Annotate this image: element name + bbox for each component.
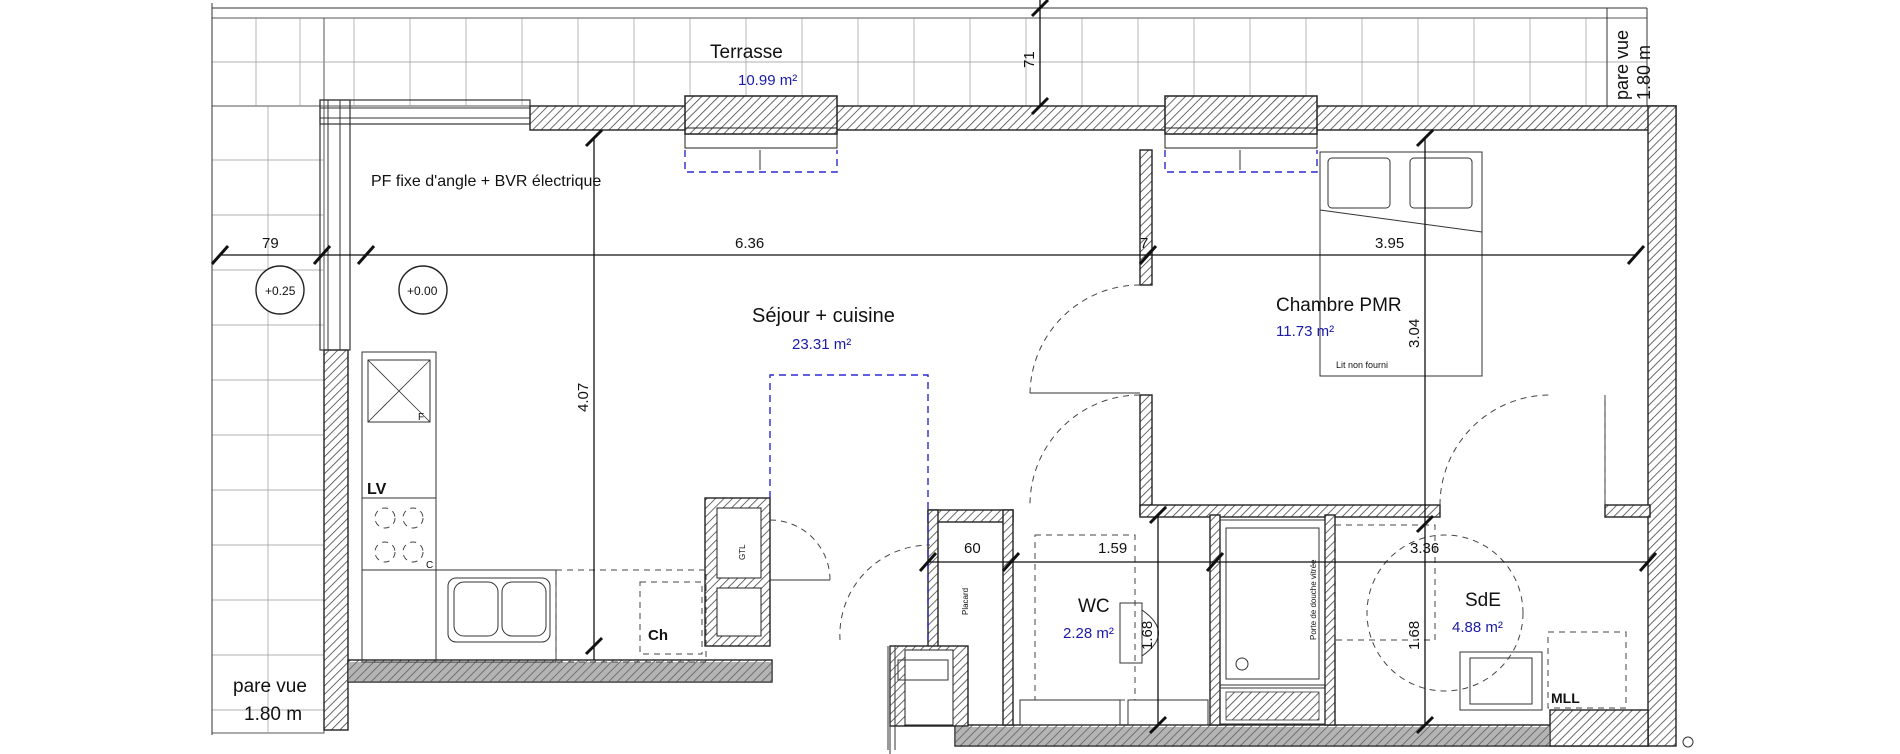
room-name-wc: WC [1078, 596, 1110, 617]
level-terrace-text: +0.25 [265, 284, 296, 298]
dim-336: 3.36 [1410, 540, 1439, 557]
dining-zone [769, 374, 929, 640]
dim-7: 7 [1140, 235, 1148, 252]
room-name-sejour: Séjour + cuisine [752, 305, 895, 327]
dim-60: 60 [964, 540, 981, 557]
shower [1219, 519, 1326, 725]
window-bedroom [1164, 95, 1318, 173]
wc-fixtures [1019, 534, 1209, 726]
doors [769, 284, 1606, 750]
interior-walls [704, 149, 1651, 727]
dim-79: 79 [262, 235, 279, 252]
exterior-walls [323, 105, 1677, 747]
dim-407: 4.07 [575, 383, 592, 412]
pare-vue-top-height: 1.80 m [1634, 45, 1654, 100]
placard-label: Placard [961, 588, 970, 615]
room-area-chambre: 11.73 m² [1276, 323, 1334, 340]
room-name-chambre: Chambre PMR [1276, 295, 1402, 316]
c-mark: C [426, 560, 433, 571]
level-marker-terrace [255, 265, 305, 315]
pare-vue-bottom-label: pare vue [233, 676, 307, 697]
level-marker-floor [398, 265, 448, 315]
window-living [684, 95, 838, 173]
bed [1319, 151, 1483, 377]
room-area-sde: 4.88 m² [1452, 619, 1503, 636]
dim-304: 3.04 [1406, 319, 1423, 348]
porte-douche-label: Porte de douche vitrée [1309, 559, 1318, 640]
room-area-wc: 2.28 m² [1063, 625, 1114, 642]
dimension-lines [210, 0, 1658, 735]
landing [889, 646, 1694, 754]
lit-label: Lit non fourni [1336, 360, 1388, 370]
f-mark: F [418, 412, 424, 423]
pare-vue-bottom-height: 1.80 m [244, 704, 302, 725]
dim-168-wc: 1.68 [1139, 621, 1156, 650]
window-note: PF fixe d'angle + BVR électrique [371, 173, 601, 190]
pare-vue-top-label: pare vue [1612, 30, 1632, 100]
room-name-terrasse: Terrasse [710, 42, 783, 63]
lv-label: LV [367, 481, 387, 498]
mll-label: MLL [1551, 690, 1580, 706]
dim-636: 6.36 [735, 235, 764, 252]
ch-label: Ch [648, 627, 668, 644]
room-name-sde: SdE [1465, 590, 1501, 611]
room-area-sejour: 23.31 m² [792, 336, 851, 353]
dim-159: 1.59 [1098, 540, 1127, 557]
dim-395: 3.95 [1375, 235, 1404, 252]
dim-168-sde: 1.68 [1406, 621, 1423, 650]
dim-71: 71 [1021, 51, 1038, 68]
kitchen [361, 351, 707, 663]
gtl-label: GTL [738, 544, 747, 560]
level-floor-text: +0.00 [407, 284, 438, 298]
corner-window [319, 99, 531, 351]
bathroom-fixtures [1334, 524, 1627, 711]
room-area-terrasse: 10.99 m² [738, 72, 797, 89]
